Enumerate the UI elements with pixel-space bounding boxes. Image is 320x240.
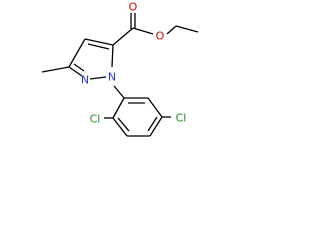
- bond-ar5-ar6: [147, 97, 163, 118]
- bond-n1-n2: [89, 76, 107, 80]
- bond-ar4-ar5-inner: [147, 116, 158, 132]
- atom-o-ether: O: [156, 30, 165, 43]
- bond-c3-c4: [68, 38, 86, 68]
- bond-ether-o-ch2: [166, 25, 177, 35]
- bond-c3-methyl: [41, 66, 70, 73]
- bond-n1-aryl: [113, 85, 125, 99]
- bond-n2-c3-inner: [73, 63, 85, 72]
- bond-c4-c5-inner: [87, 43, 110, 50]
- molecule-structure: O O N N Cl Cl: [41, 1, 199, 137]
- bond-ar1-ar2: [112, 97, 125, 119]
- bond-ar4-ar5: [149, 116, 163, 137]
- atom-cl-ortho: Cl: [90, 113, 101, 126]
- bond-carbonyl-ether-o: [132, 27, 154, 35]
- bond-c5-n1: [111, 44, 114, 68]
- bond-c5-carbonyl: [112, 27, 134, 46]
- atom-n2: N: [81, 74, 89, 87]
- bond-c4-c5: [84, 38, 114, 46]
- bonds: [41, 13, 199, 137]
- bond-n2-c3: [68, 66, 83, 77]
- atom-o-carbonyl: O: [129, 1, 138, 14]
- atom-labels: O O N N Cl Cl: [81, 1, 186, 126]
- bond-ar2-ar3: [112, 117, 128, 137]
- atom-cl-para: Cl: [176, 112, 187, 125]
- bond-ch2-ch3: [175, 25, 199, 33]
- bond-ar2-ar3-inner: [117, 117, 130, 132]
- atom-n1: N: [108, 71, 116, 84]
